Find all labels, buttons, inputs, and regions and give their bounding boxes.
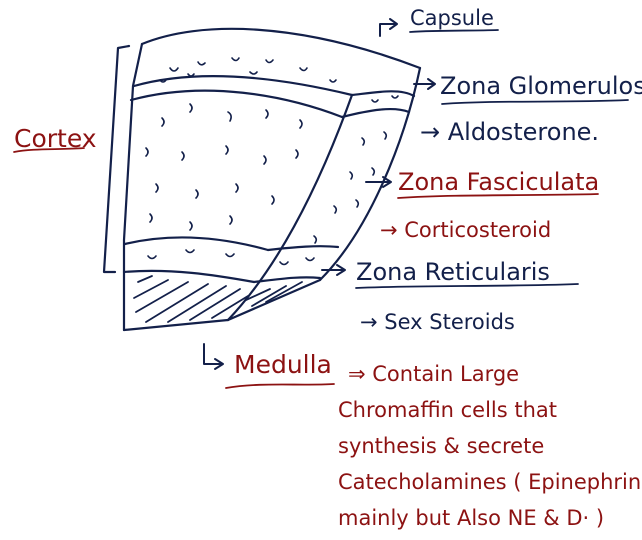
sex-steroids-label: → Sex Steroids (360, 312, 515, 333)
capsule-label: Capsule (410, 8, 494, 29)
zona-glomerulosa-label: Zona Glomerulosa (440, 74, 642, 98)
medulla-description-line-5: mainly but Also NE & D· ) (338, 508, 604, 529)
medulla-label: Medulla (234, 352, 332, 377)
medulla-description-line-4: Catecholamines ( Epinephrin (338, 472, 641, 493)
medulla-description-line-2: Chromaffin cells that (338, 400, 557, 421)
medulla-description-line-3: synthesis & secrete (338, 436, 544, 457)
aldosterone-label: → Aldosterone. (420, 120, 599, 144)
cortex-bracket (104, 46, 129, 272)
medulla-description-line-1: ⇒ Contain Large (348, 364, 519, 385)
cortex-label: Cortex (14, 126, 97, 151)
zona-reticularis-label: Zona Reticularis (356, 260, 550, 284)
zona-fasciculata-label: Zona Fasciculata (398, 170, 599, 194)
cell-texture (146, 58, 398, 265)
corticosteroid-label: → Corticosteroid (380, 220, 551, 241)
